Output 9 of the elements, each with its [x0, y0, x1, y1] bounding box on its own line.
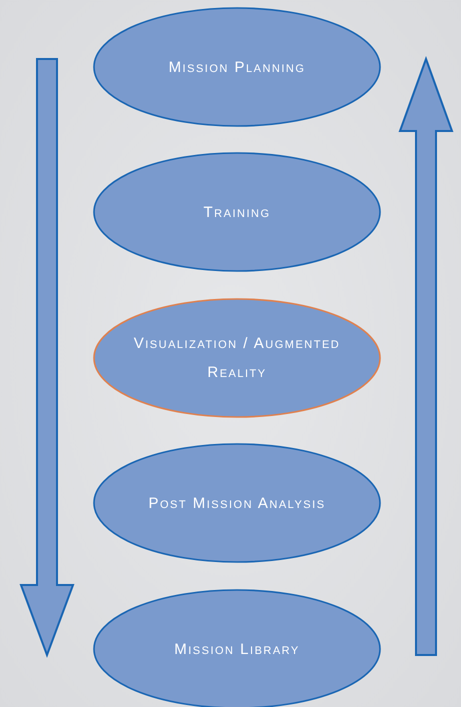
process-ellipse	[93, 298, 381, 418]
process-ellipse	[93, 7, 381, 127]
node-label: Training	[202, 202, 272, 222]
node-label: Mission Planning	[168, 58, 306, 78]
node-label: Mission Library	[173, 640, 301, 660]
node-label: Visualization / Augmented Reality	[132, 334, 342, 383]
node-label: Post Mission Analysis	[147, 494, 327, 514]
process-ellipse	[93, 443, 381, 563]
process-ellipse	[93, 152, 381, 272]
